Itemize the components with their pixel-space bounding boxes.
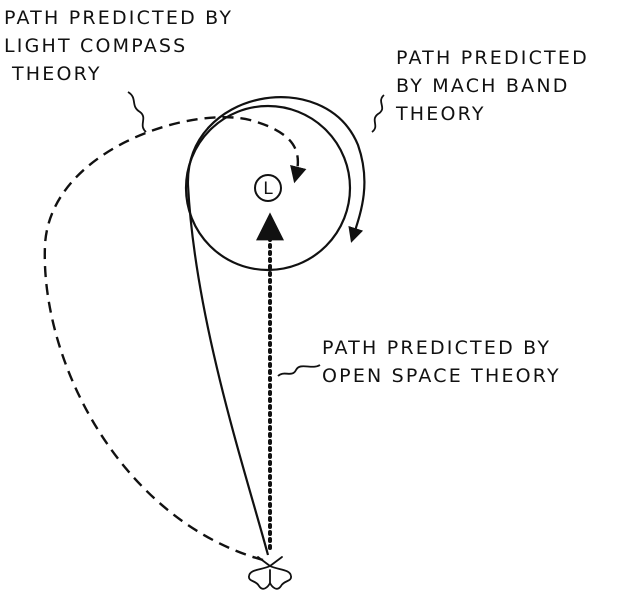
open-space-label-line-2: OPEN SPACE THEORY xyxy=(322,365,561,387)
open-space-leader xyxy=(277,364,321,377)
mach-band-leader xyxy=(371,94,385,133)
orbit-circle xyxy=(184,104,352,272)
light-source: L xyxy=(254,174,282,202)
light-compass-label-line-2: LIGHT COMPASS xyxy=(4,35,188,57)
light-compass-label-line-1: PATH PREDICTED BY xyxy=(4,7,234,29)
light-source-letter: L xyxy=(263,179,273,199)
light-compass-label: PATH PREDICTED BY LIGHT COMPASS THEORY xyxy=(4,4,233,88)
open-space-label-line-1: PATH PREDICTED BY xyxy=(322,337,552,359)
mach-band-label-line-3: THEORY xyxy=(396,103,486,125)
mach-band-label-line-1: PATH PREDICTED xyxy=(396,47,589,69)
mach-band-path xyxy=(186,96,366,556)
mach-band-label-line-2: BY MACH BAND xyxy=(396,75,570,97)
moth-icon xyxy=(248,556,292,590)
light-compass-path xyxy=(43,116,307,562)
light-compass-label-line-3: THEORY xyxy=(12,63,102,85)
open-space-label: PATH PREDICTED BY OPEN SPACE THEORY xyxy=(322,334,561,390)
mach-band-label: PATH PREDICTED BY MACH BAND THEORY xyxy=(396,44,589,128)
light-compass-leader xyxy=(127,91,147,133)
